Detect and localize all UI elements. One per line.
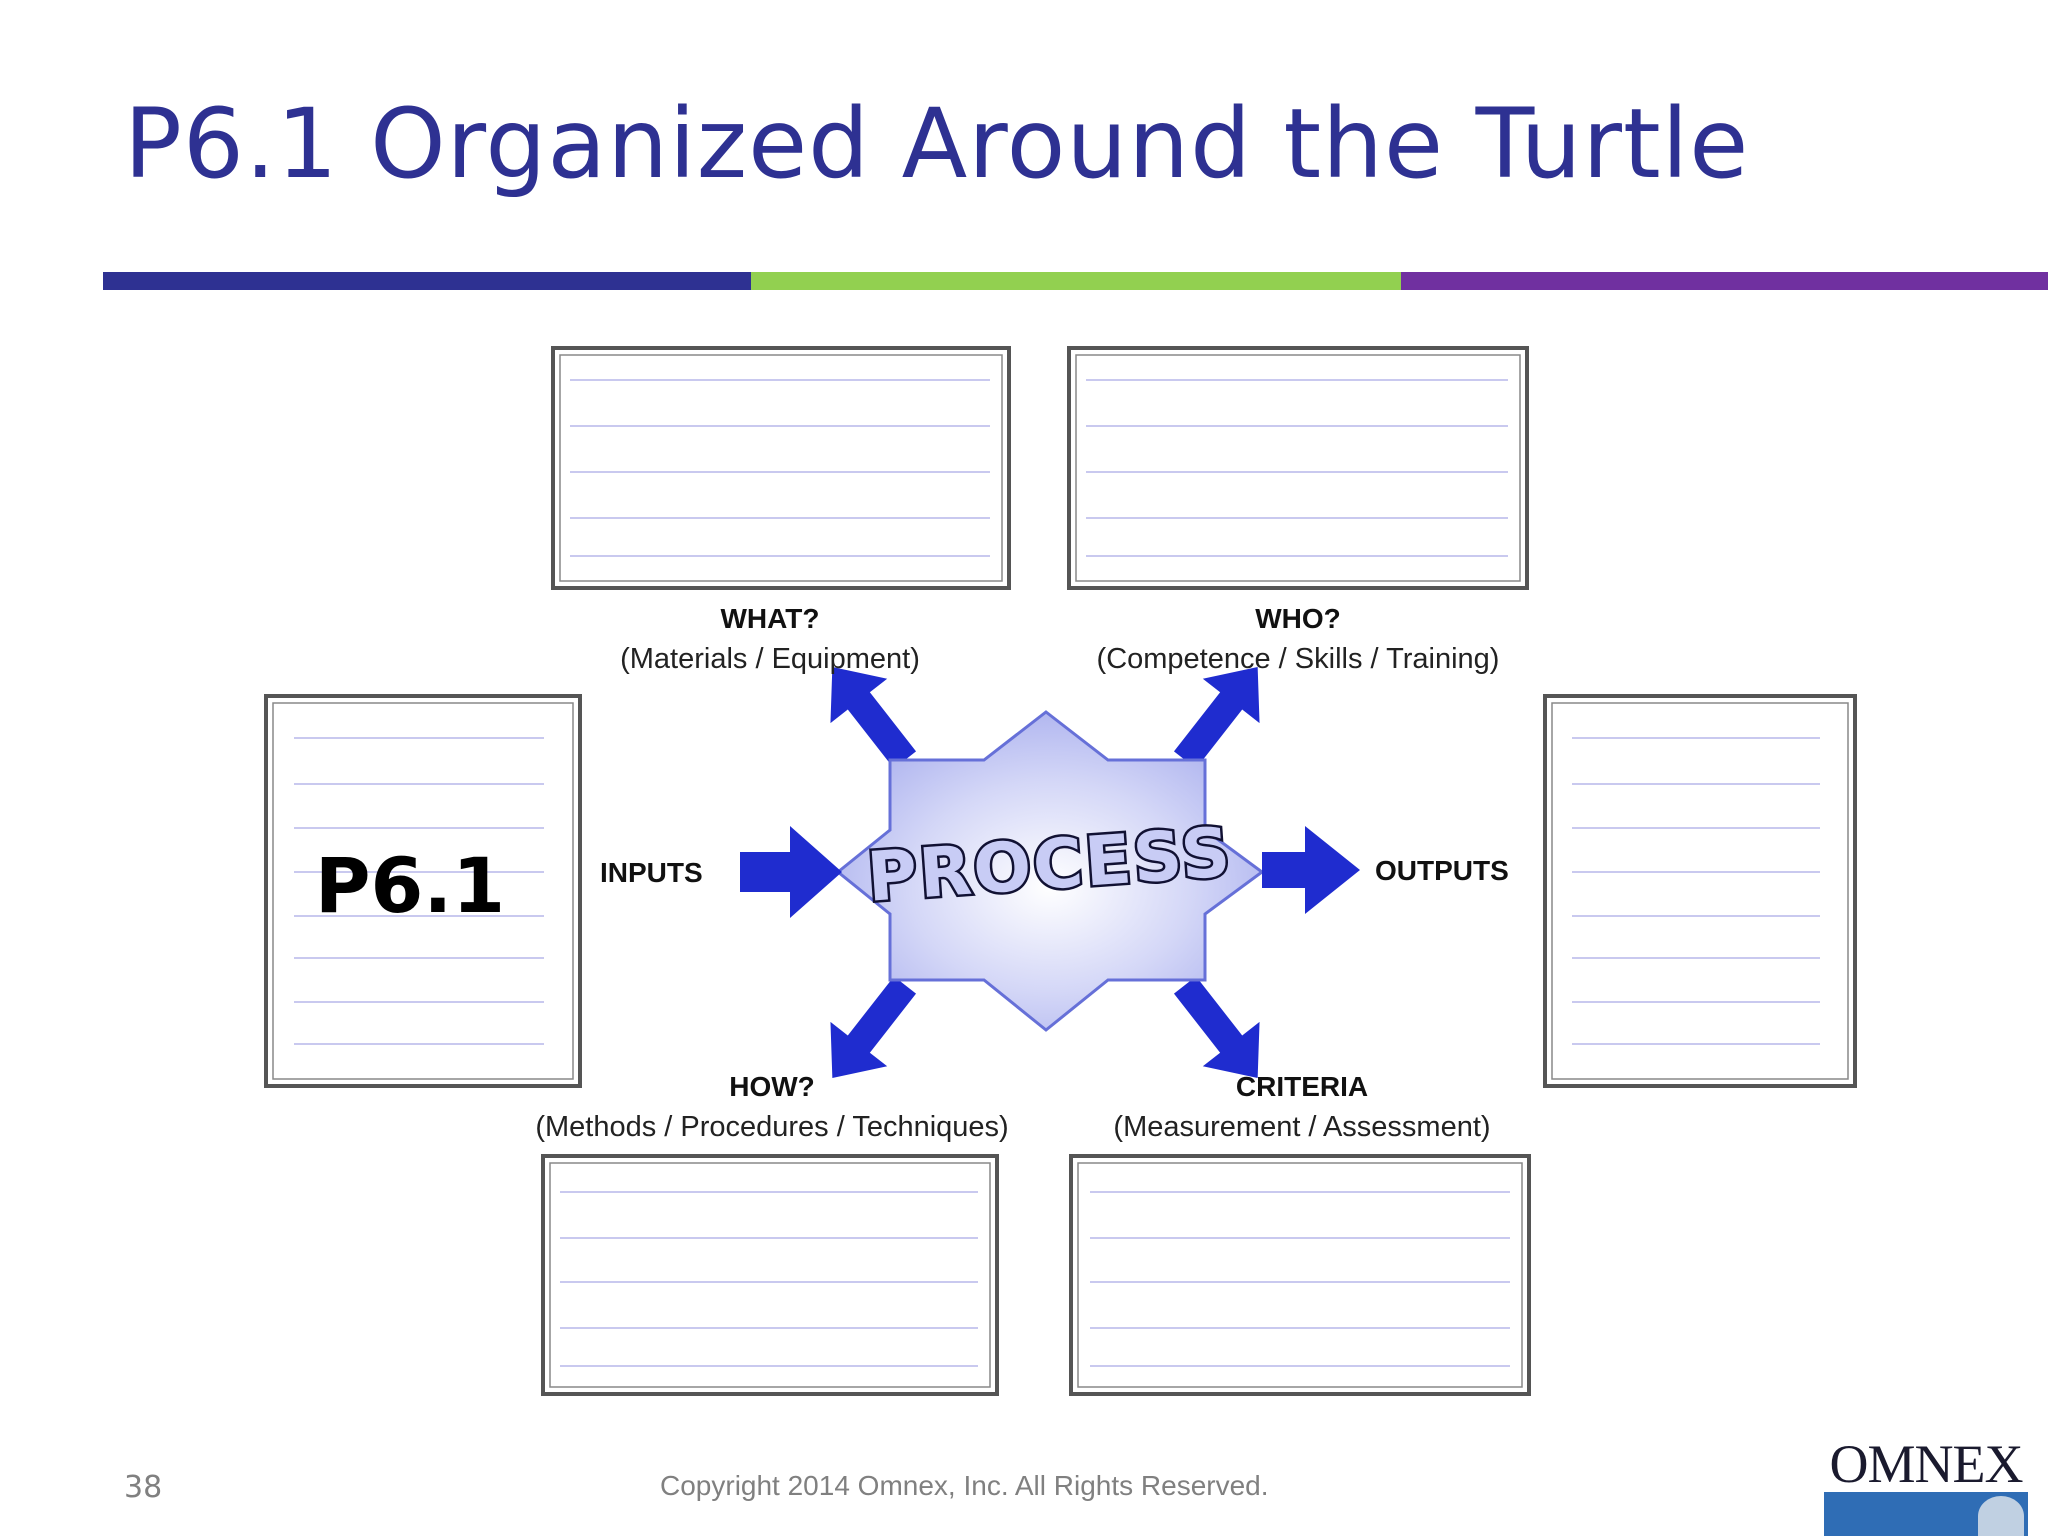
title-rule-green bbox=[751, 272, 1401, 290]
how-subtitle: (Methods / Procedures / Techniques) bbox=[535, 1111, 1008, 1143]
title-rule-navy bbox=[103, 272, 751, 290]
slide-title: P6.1 Organized Around the Turtle bbox=[124, 88, 1750, 200]
title-rule-purple bbox=[1401, 272, 2048, 290]
criteria-box bbox=[1069, 1154, 1531, 1396]
what-subtitle: (Materials / Equipment) bbox=[620, 643, 920, 675]
criteria-title: CRITERIA bbox=[1236, 1071, 1368, 1102]
page-number: 38 bbox=[124, 1470, 163, 1505]
who-box bbox=[1067, 346, 1529, 590]
arrow-criteria bbox=[1173, 976, 1260, 1078]
output-arrow bbox=[1262, 826, 1360, 914]
criteria-subtitle: (Measurement / Assessment) bbox=[1113, 1111, 1490, 1143]
who-title: WHO? bbox=[1255, 603, 1341, 634]
input-box-label: P6.1 bbox=[315, 841, 505, 930]
what-box bbox=[551, 346, 1011, 590]
globe-icon bbox=[1978, 1496, 2024, 1536]
how-title: HOW? bbox=[729, 1071, 815, 1102]
arrow-how bbox=[830, 976, 917, 1078]
input-arrow bbox=[740, 826, 842, 918]
copyright-text: Copyright 2014 Omnex, Inc. All Rights Re… bbox=[660, 1470, 1269, 1501]
outputs-label: OUTPUTS bbox=[1375, 855, 1509, 886]
arrow-what bbox=[830, 667, 917, 769]
inputs-box bbox=[264, 694, 582, 1088]
inputs-label: INPUTS bbox=[600, 857, 703, 888]
omnex-logo: OMNEX bbox=[1824, 1434, 2028, 1536]
omnex-logo-wordmark: OMNEX bbox=[1829, 1434, 2024, 1494]
how-box bbox=[541, 1154, 999, 1396]
what-title: WHAT? bbox=[721, 603, 820, 634]
process-shape bbox=[835, 710, 1265, 1032]
arrow-who bbox=[1173, 667, 1260, 769]
who-subtitle: (Competence / Skills / Training) bbox=[1097, 643, 1500, 675]
outputs-box bbox=[1543, 694, 1857, 1088]
